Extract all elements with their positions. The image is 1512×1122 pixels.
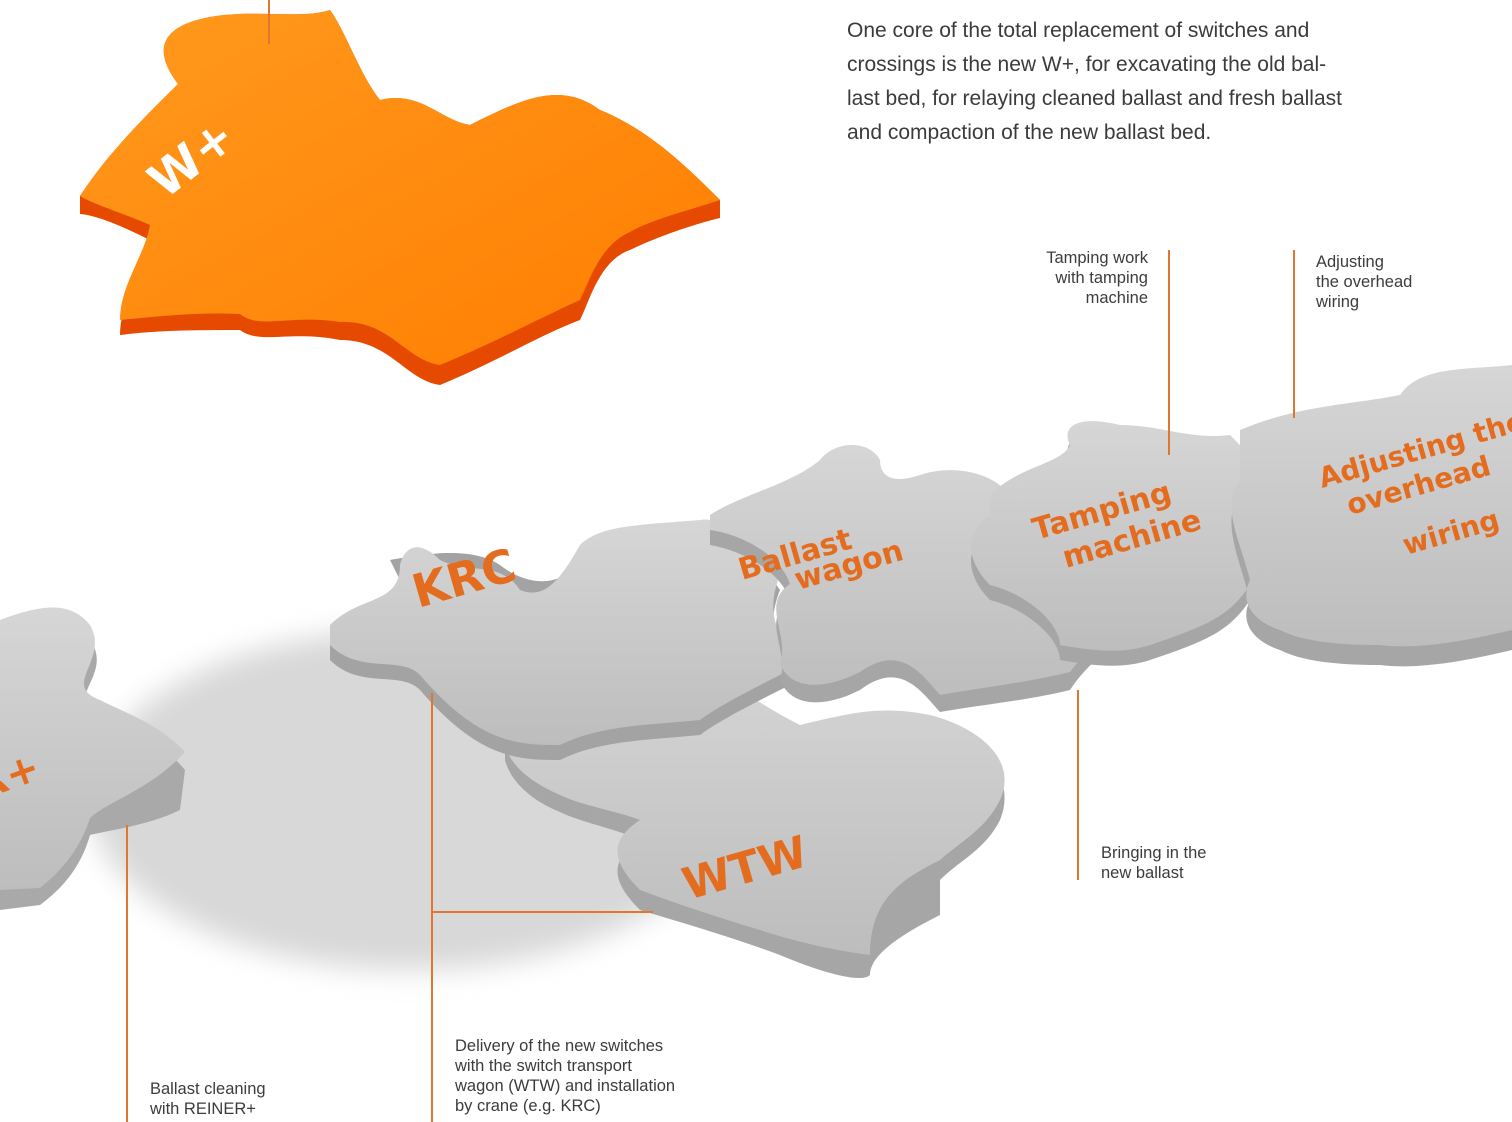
intro-line: One core of the total replacement of swi… (847, 19, 1310, 42)
krc-piece: KRC (330, 519, 800, 760)
tamping-leader-line (1168, 250, 1170, 455)
overhead-wiring-piece: Adjusting the overhead wiring (1231, 365, 1512, 667)
ballast-leader-line (1077, 690, 1079, 880)
overhead-caption: Adjusting the overhead wiring (1316, 253, 1413, 311)
wtw-leader-line (431, 911, 653, 913)
tamping-caption: Tamping work with tamping machine (1046, 249, 1148, 307)
ballast-caption: Bringing in the new ballast (1101, 844, 1207, 882)
intro-line: crossings is the new W+, for excavating … (847, 53, 1327, 76)
overhead-leader-line (1293, 250, 1295, 418)
intro-line: and compaction of the new ballast bed. (847, 121, 1212, 144)
delivery-caption: Delivery of the new switches with the sw… (455, 1037, 676, 1115)
wplus-piece: W+ (80, 10, 720, 385)
ballast-wagon-piece: Ballast wagon (710, 445, 1140, 712)
wplus-leader-line (268, 0, 270, 44)
krc-leader-line (431, 693, 433, 1122)
reiner-leader-line (126, 825, 128, 1122)
intro-paragraph: One core of the total replacement of swi… (847, 14, 1413, 150)
intro-line: last bed, for relaying cleaned ballast a… (847, 87, 1342, 110)
reiner-piece: R+ (0, 607, 185, 910)
tamping-machine-piece: Tamping machine (971, 421, 1256, 666)
cleaning-caption: Ballast cleaning with REINER+ (150, 1080, 266, 1118)
